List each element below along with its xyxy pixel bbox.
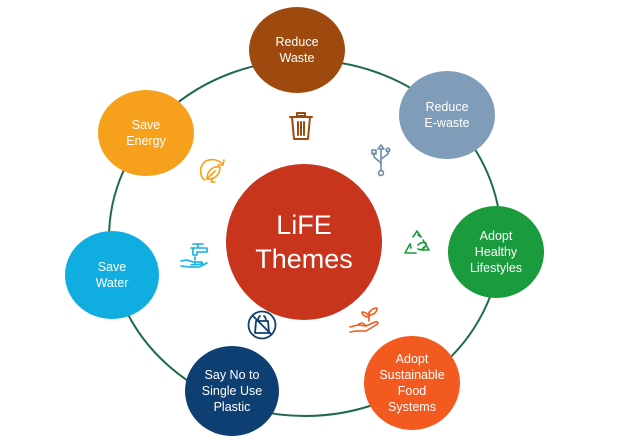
center-label: LiFE Themes [255, 210, 353, 274]
theme-reduce-waste: Reduce Waste [249, 7, 345, 93]
trash-can-icon [288, 111, 314, 141]
leaf-energy-icon [196, 155, 228, 187]
theme-save-water: Save Water [65, 231, 159, 319]
usb-icon [370, 143, 392, 177]
theme-adopt-sustainable-food-systems: Adopt Sustainable Food Systems [364, 336, 460, 430]
theme-say-no-single-use-plastic: Say No to Single Use Plastic [185, 346, 279, 436]
theme-label: Save Water [95, 260, 129, 290]
theme-label: Adopt Healthy Lifestyles [469, 229, 523, 275]
theme-label: Adopt Sustainable Food Systems [379, 352, 445, 414]
theme-label: Reduce Waste [275, 35, 319, 65]
theme-reduce-ewaste: Reduce E-waste [399, 71, 495, 159]
recycle-icon [402, 229, 432, 257]
theme-save-energy: Save Energy [98, 90, 194, 176]
hand-sprout-icon [348, 305, 382, 333]
theme-label: Say No to Single Use Plastic [201, 368, 263, 414]
no-plastic-bag-icon [246, 309, 278, 341]
theme-adopt-healthy-lifestyles: Adopt Healthy Lifestyles [448, 206, 544, 298]
center-node-life-themes: LiFE Themes [226, 164, 382, 320]
water-tap-hand-icon [179, 241, 211, 269]
theme-label: Save Energy [126, 118, 166, 148]
theme-label: Reduce E-waste [424, 100, 470, 130]
